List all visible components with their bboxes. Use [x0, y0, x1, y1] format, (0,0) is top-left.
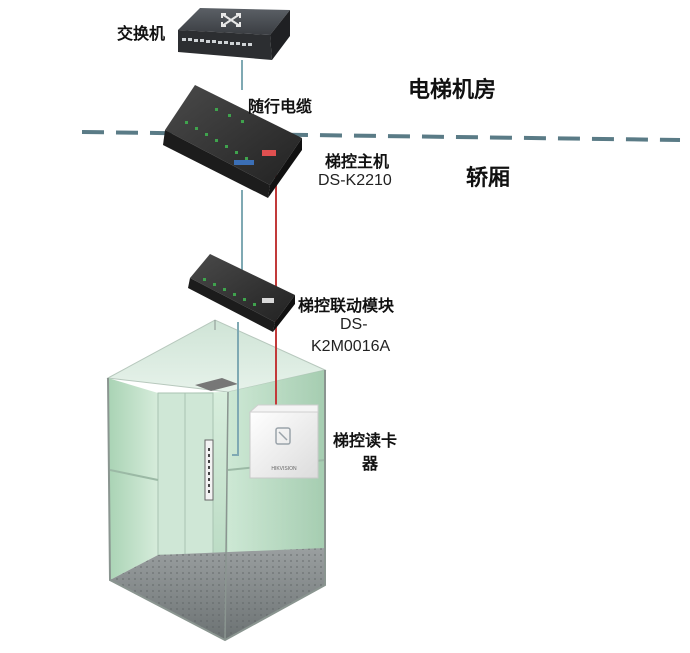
network-cable: [232, 60, 243, 456]
card-reader-label-line1: 梯控读卡: [333, 431, 398, 450]
network-switch: [178, 8, 290, 60]
card-reader-sensor-icon: [275, 427, 291, 445]
switch-label: 交换机: [117, 24, 166, 43]
switch-arrows-icon: [221, 13, 241, 27]
zone-machine-room-label: 电梯机房: [408, 78, 497, 103]
linkage-module-device: [188, 254, 295, 332]
card-reader-label-line2: 器: [362, 454, 379, 473]
zone-cab-label: 轿厢: [466, 166, 511, 191]
elevator-cab: [106, 319, 327, 642]
main-controller-model: DS-K2210: [318, 172, 392, 189]
linkage-module-model-line2: K2M0016A: [311, 338, 391, 355]
linkage-module-label: 梯控联动模块: [298, 296, 395, 315]
cab-button-panel: [204, 439, 214, 501]
cab-left-wall: [108, 378, 158, 580]
card-reader-brand: HIKVISION: [271, 466, 297, 472]
card-reader-device: HIKVISION: [248, 404, 319, 479]
linkage-module-model-line1: DS-: [340, 316, 368, 333]
cable-label: 随行电缆: [248, 97, 313, 116]
main-controller-label: 梯控主机: [325, 152, 390, 171]
main-controller-device: [163, 85, 302, 198]
